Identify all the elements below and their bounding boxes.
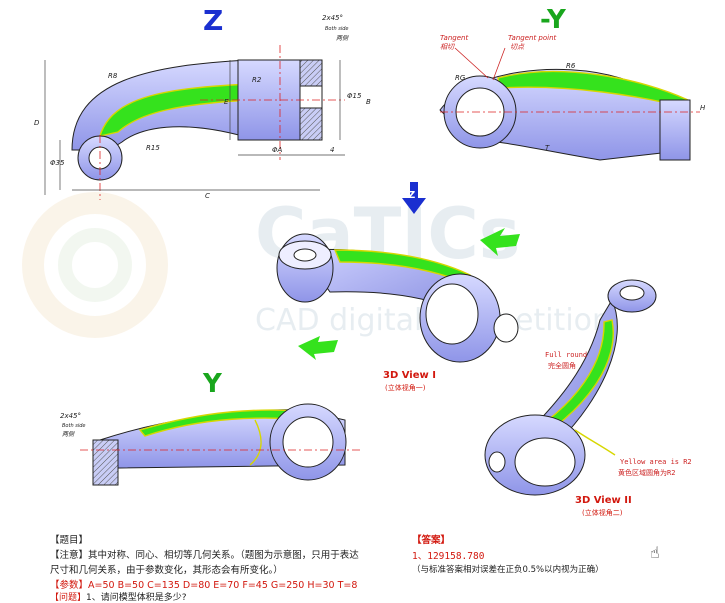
3d2-title: 3D View II [575,495,632,506]
param-tag: 【参数】 [50,580,89,591]
ask-tag: 【问题】 [50,593,87,603]
neg-y-tangent-cn: 相切 [440,43,455,51]
3d1-green-arrow-right [480,228,520,256]
z-dim-r8: R8 [108,72,118,80]
z-dim-chamfer: 2x45° [322,14,343,22]
y-dim-chamfer: 2x45° [60,412,81,420]
3d1-subtitle: (立体视角一) [385,383,426,392]
z-dim-r2: R2 [252,76,262,84]
3d2-subtitle: (立体视角二) [582,508,623,517]
z-dim-da: ΦA [272,146,283,154]
3d-view-2: Full round 完全圆角 Yellow area is R2 黄色区域圆角… [484,279,692,517]
z-dim-b: B [366,98,371,106]
3d1-green-arrow-left [298,336,338,360]
z-dim-e: E [224,98,229,106]
neg-y-tpoint-cn: 切点 [510,43,525,51]
question-note-line2: 尺寸和几何关系，由于参数变化，其形态会有所变化。） [50,565,283,576]
z-dim-r15: R15 [146,144,160,152]
note-text-1: 其中对称、同心、相切等几何关系。（题图为示意图，只用于表达 [88,550,359,561]
y-view-label: Y [202,369,223,399]
param-values: A=50 B=50 C=135 D=80 E=70 F=45 G=250 H=3… [88,580,358,591]
z-dim-chamfer-cn: 两侧 [336,34,349,42]
answer-value: 1、129158.780 [412,551,485,562]
neg-y-dim-r6: R6 [566,62,576,70]
3d2-full-round-en: Full round [545,351,587,359]
answer-heading: 【答案】 [412,535,451,546]
3d-view-1: Z 3D View I (立体视角一) [276,182,520,392]
y-dim-chamfer-cn: 两侧 [62,430,75,438]
neg-y-tangent-en: Tangent [440,34,468,42]
note-tag: 【注意】 [50,550,89,561]
neg-y-dim-h: H [700,104,706,112]
neg-y-view-label: -Y [540,5,567,35]
y-dim-chamfer-note: Both side [62,423,85,429]
question-params: 【参数】A=50 B=50 C=135 D=80 E=70 F=45 G=250… [50,577,357,591]
svg-text:Z: Z [408,190,415,201]
y-view: Y 2x45° Both side 两侧 [60,369,360,486]
ask-text: 1、请问模型体积是多少? [86,593,187,603]
z-dim-d35: Φ35 [50,159,65,167]
3d2-yellow-cn: 黄色区域圆角为R2 [618,468,675,477]
z-dim-c: C [205,192,210,200]
z-view-label: Z [203,4,223,37]
z-hub-bore [299,85,323,109]
z-dim-chamfer-note: Both side [325,26,348,32]
neg-y-flange [659,99,691,161]
hand-cursor-icon: ☝ [650,543,660,562]
neg-y-dim-t: T [545,144,550,152]
z-dim-d15: Φ15 [347,92,362,100]
neg-y-dim-rg: RG [455,74,466,82]
question-ask: 【问题】1、请问模型体积是多少? [50,590,187,603]
z-dim-four: 4 [330,146,334,154]
3d1-title: 3D View I [383,370,436,381]
y-bore [282,416,334,468]
y-section [92,439,119,486]
neg-y-tpoint-en: Tangent point [508,34,557,42]
question-heading: 【题目】 [50,535,89,546]
3d2-yellow-en: Yellow area is R2 [620,458,692,466]
z-view: Z 2x45° Both side 两侧 R8 R2 R15 Φ35 [34,4,371,200]
answer-note: （与标准答案相对误差在正负0.5%以内视为正确） [412,565,604,575]
neg-y-view: -Y Tangent 相切 Tangent point 切点 R6 RG T H [439,5,706,161]
z-direction-arrow [402,182,426,214]
z-dim-d: D [34,119,40,127]
3d2-full-round-cn: 完全圆角 [548,361,576,370]
question-note-line1: 【注意】其中对称、同心、相切等几何关系。（题图为示意图，只用于表达 [50,547,359,561]
